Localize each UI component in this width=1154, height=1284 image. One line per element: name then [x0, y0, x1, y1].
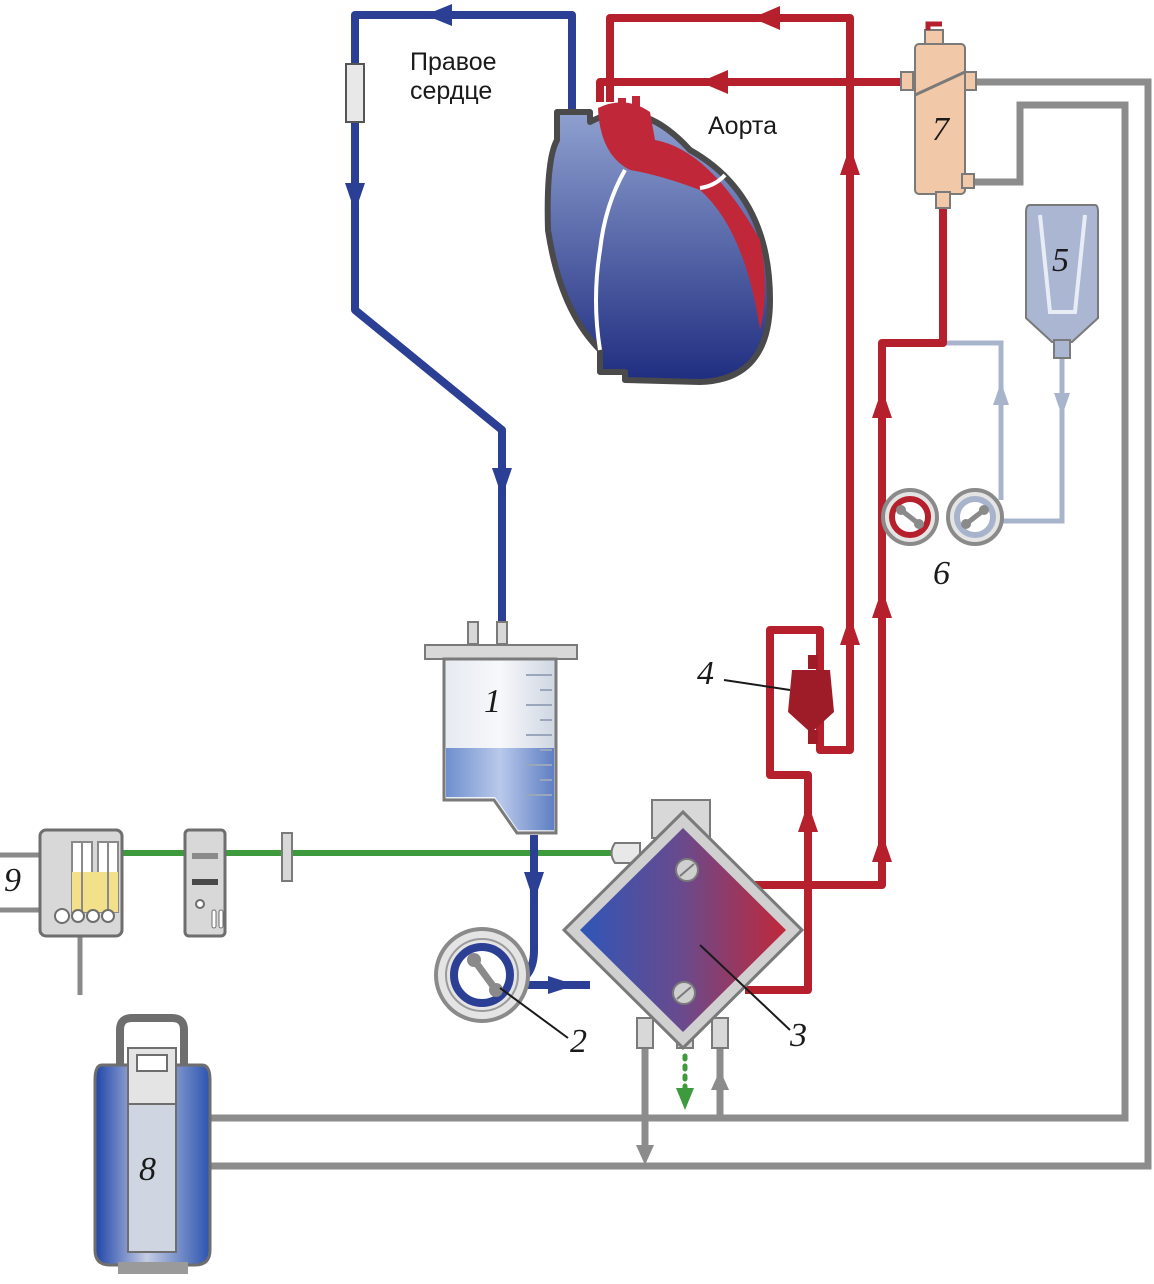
water-lines	[210, 78, 1152, 1170]
number-8-heater: 8	[139, 1151, 156, 1188]
label-right-heart-line1: Правое	[410, 48, 497, 76]
cardioplegia-pumps	[881, 488, 1004, 546]
number-6-pumps: 6	[933, 555, 950, 592]
number-2-pump: 2	[570, 1023, 587, 1060]
arterial-arrows	[700, 6, 892, 862]
arterial-filter	[900, 21, 977, 209]
number-3-oxygenator: 3	[790, 1017, 807, 1054]
number-5-bag: 5	[1052, 242, 1069, 279]
heater-cooler	[93, 1014, 212, 1274]
label-right-heart-line2: сердце	[410, 77, 493, 105]
venous-arrows	[345, 4, 576, 994]
water-arrows	[636, 1070, 729, 1165]
number-1-reservoir: 1	[484, 683, 501, 720]
arterial-lines	[596, 14, 947, 994]
cardioplegia-bag	[1025, 204, 1099, 359]
cardioplegia-arrows	[993, 382, 1070, 416]
number-4-bubble-trap: 4	[697, 655, 714, 692]
bubble-trap	[723, 655, 834, 744]
venous-reservoir	[424, 621, 578, 835]
roller-pump	[434, 927, 569, 1039]
gas-blender	[0, 828, 124, 995]
oxygenator	[561, 799, 805, 1051]
heart	[544, 96, 773, 385]
number-9-blender: 9	[4, 862, 21, 899]
label-aorta: Аорта	[708, 112, 778, 140]
gas-analyzer	[183, 828, 227, 938]
number-7-filter: 7	[932, 111, 949, 148]
